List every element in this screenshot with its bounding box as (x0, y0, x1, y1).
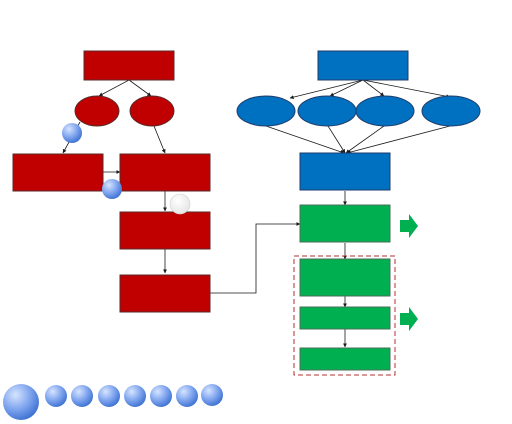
bubble-row-item (45, 385, 67, 407)
red-box-4 (119, 274, 211, 313)
bubble-row-item (150, 385, 172, 407)
connector-top-to-ellipse-left (98, 79, 130, 97)
connector-ellipse-right-to-box (153, 125, 166, 154)
red-box-mid-left (12, 153, 104, 192)
blue-branch (236, 50, 481, 191)
bubble-row-item (176, 385, 198, 407)
connector-top-to-ellipse-right (128, 79, 152, 97)
red-box-3 (119, 211, 211, 250)
green-box-2 (299, 258, 391, 297)
connector-bluetop-to-e3 (362, 79, 385, 97)
blue-ellipse-2 (297, 95, 357, 127)
red-branch (12, 50, 211, 313)
bubble-row-item (201, 384, 223, 406)
bubble-row-item (124, 385, 146, 407)
bubble-floating-white (169, 193, 191, 215)
red-top-box (83, 50, 175, 81)
dashed-group-frame (293, 255, 396, 376)
blue-hub-box (299, 152, 391, 191)
blue-ellipse-3 (355, 95, 415, 127)
bubble-row-item (98, 385, 120, 407)
bubble-row (3, 384, 223, 420)
green-branch (299, 204, 391, 371)
red-ellipse-left (74, 95, 120, 127)
green-box-1 (299, 204, 391, 243)
green-box-4 (299, 347, 391, 371)
bubble-row-item (71, 385, 93, 407)
green-box-3 (299, 306, 391, 330)
connector-bluetop-to-e2 (329, 79, 364, 97)
connector-bluetop-to-e4 (362, 79, 451, 99)
bubble-floating-2 (102, 179, 122, 199)
green-arrow-upper (400, 214, 418, 238)
connector-e2-to-hub (327, 125, 346, 154)
connector-e3-to-hub (345, 125, 385, 154)
bubble-row-item (3, 384, 39, 420)
blue-ellipse-1 (236, 95, 296, 127)
green-arrow-lower (400, 307, 418, 331)
blue-top-box (317, 50, 409, 81)
bubble-floating-1 (62, 123, 82, 143)
connector-bluetop-to-e1 (289, 79, 364, 100)
connector-e4-to-hub (346, 125, 451, 155)
blue-ellipse-4 (421, 95, 481, 127)
red-box-mid-right (119, 153, 211, 192)
red-ellipse-right (129, 95, 175, 127)
connector-e1-to-hub (265, 125, 345, 154)
right-connectors (265, 79, 451, 348)
connector-box4-to-green1 (210, 222, 301, 294)
